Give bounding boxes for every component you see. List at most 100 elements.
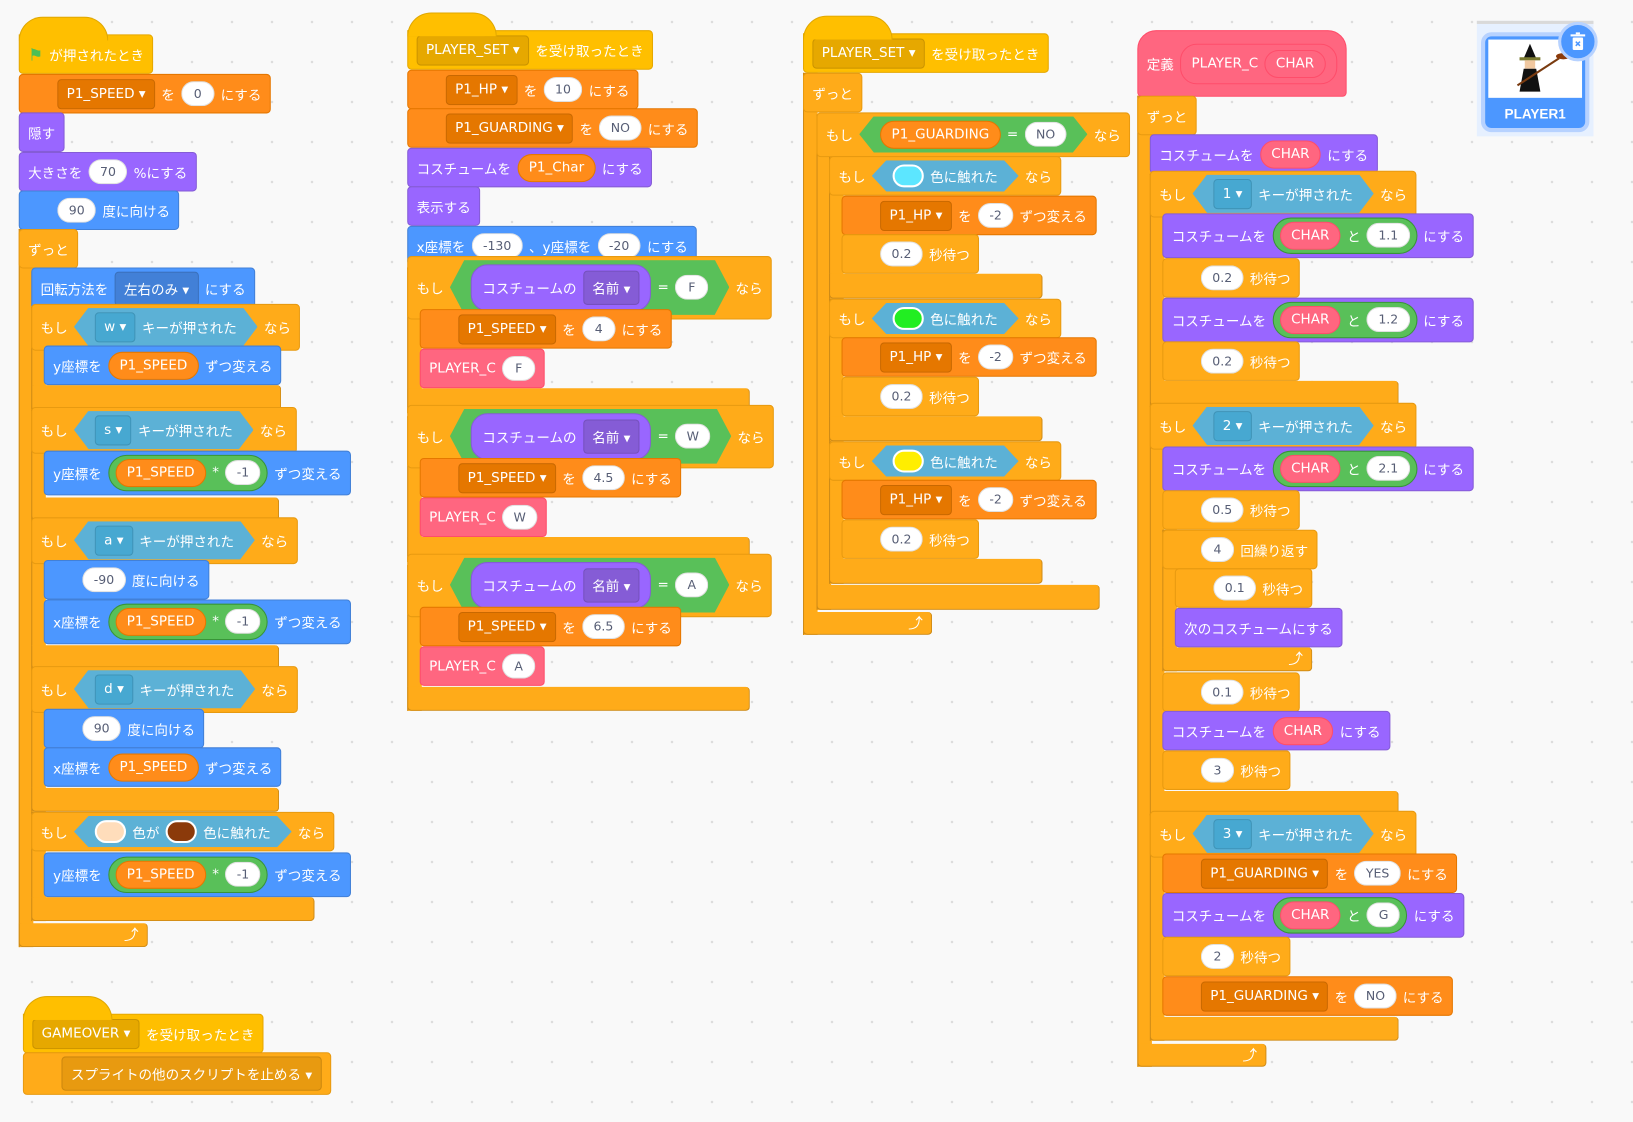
value-input[interactable]: 70: [88, 159, 128, 185]
value-input[interactable]: F: [675, 275, 708, 300]
control-block[interactable]: もし2キーが押されたなら: [1149, 402, 1417, 450]
sensing-boolean[interactable]: sキーが押された: [74, 411, 254, 450]
value-input[interactable]: 4.5: [582, 465, 625, 491]
value-input[interactable]: -2: [977, 344, 1014, 370]
value-input[interactable]: 0.2: [880, 384, 923, 410]
sensing-boolean[interactable]: 3キーが押された: [1193, 814, 1374, 853]
dropdown-menu[interactable]: P1_SPEED: [458, 611, 556, 642]
sprite-card[interactable]: PLAYER1: [1481, 21, 1598, 133]
sensing-boolean[interactable]: wキーが押された: [74, 308, 258, 347]
sensing-boolean[interactable]: 色に触れた: [872, 445, 1019, 476]
color-swatch[interactable]: [95, 820, 126, 843]
variables-block[interactable]: P1_HPを10にする: [407, 69, 639, 110]
dropdown-menu[interactable]: P1_HP: [445, 74, 518, 105]
dropdown-menu[interactable]: 名前: [583, 568, 640, 602]
variables-block[interactable]: P1_GUARDINGをNOにする: [407, 108, 698, 148]
sensing-boolean[interactable]: dキーが押された: [74, 670, 255, 709]
dropdown-menu[interactable]: PLAYER_SET: [416, 34, 530, 66]
value-input[interactable]: 4: [582, 316, 616, 342]
value-input[interactable]: -2: [977, 487, 1014, 513]
value-input[interactable]: 2.1: [1366, 455, 1410, 481]
dropdown-menu[interactable]: 1: [1213, 178, 1251, 208]
value-input[interactable]: -1: [225, 460, 261, 486]
value-input[interactable]: NO: [1354, 983, 1397, 1009]
operator-reporter[interactable]: P1_SPEED*-1: [108, 856, 268, 893]
value-input[interactable]: F: [502, 355, 536, 381]
sensing-boolean[interactable]: aキーが押された: [74, 521, 255, 560]
control-block[interactable]: もし1キーが押されたなら: [1149, 170, 1417, 218]
dropdown-menu[interactable]: GAMEOVER: [32, 1018, 140, 1049]
value-input[interactable]: W: [675, 424, 710, 449]
looks-block[interactable]: 隠す: [18, 112, 65, 152]
value-input[interactable]: 0.1: [1213, 575, 1257, 601]
value-input[interactable]: 2: [1200, 944, 1235, 969]
control-block[interactable]: もしsキーが押されたなら: [31, 406, 297, 454]
variables-block[interactable]: P1_SPEEDを4にする: [419, 309, 672, 349]
control-block[interactable]: もしwキーが押されたなら: [31, 303, 301, 351]
custom-reporter[interactable]: CHAR: [1279, 305, 1341, 334]
value-input[interactable]: NO: [599, 115, 642, 141]
color-swatch[interactable]: [893, 450, 924, 473]
custom-reporter[interactable]: CHAR: [1279, 454, 1341, 483]
dropdown-menu[interactable]: P1_GUARDING: [1200, 980, 1329, 1012]
dropdown-menu[interactable]: 3: [1213, 819, 1251, 849]
motion-block[interactable]: 回転方法を左右のみにする: [31, 266, 256, 310]
value-input[interactable]: 6.5: [582, 614, 625, 640]
variables-block[interactable]: P1_GUARDINGをNOにする: [1162, 976, 1453, 1016]
looks-block[interactable]: 次のコスチュームにする: [1174, 607, 1343, 648]
dropdown-menu[interactable]: P1_HP: [880, 200, 952, 231]
events-block[interactable]: PLAYER_SETを受け取ったとき: [407, 12, 654, 70]
value-input[interactable]: 0.2: [880, 241, 923, 267]
sensing-boolean[interactable]: 色に触れた: [872, 160, 1019, 191]
dropdown-menu[interactable]: d: [95, 674, 133, 704]
value-input[interactable]: A: [502, 653, 536, 679]
looks-block[interactable]: 表示する: [407, 186, 481, 226]
custom-reporter[interactable]: CHAR: [1279, 221, 1341, 250]
looks-reporter[interactable]: コスチュームの名前: [471, 264, 652, 311]
value-input[interactable]: W: [502, 504, 538, 530]
control-block[interactable]: もしaキーが押されたなら: [31, 516, 298, 564]
operator-reporter[interactable]: P1_SPEED*-1: [108, 454, 268, 491]
value-input[interactable]: -90: [82, 567, 126, 593]
variables-reporter[interactable]: P1_SPEED: [115, 458, 207, 487]
value-input[interactable]: A: [675, 572, 708, 597]
variables-reporter[interactable]: P1_GUARDING: [880, 120, 1001, 148]
sprite-tile-player1[interactable]: PLAYER1: [1476, 20, 1598, 137]
dropdown-menu[interactable]: P1_HP: [880, 484, 952, 515]
dropdown-menu[interactable]: P1_SPEED: [57, 78, 155, 109]
value-input[interactable]: -130: [471, 233, 523, 259]
value-input[interactable]: 0.5: [1200, 497, 1244, 523]
value-input[interactable]: -1: [225, 861, 261, 887]
value-input[interactable]: -20: [597, 233, 641, 259]
